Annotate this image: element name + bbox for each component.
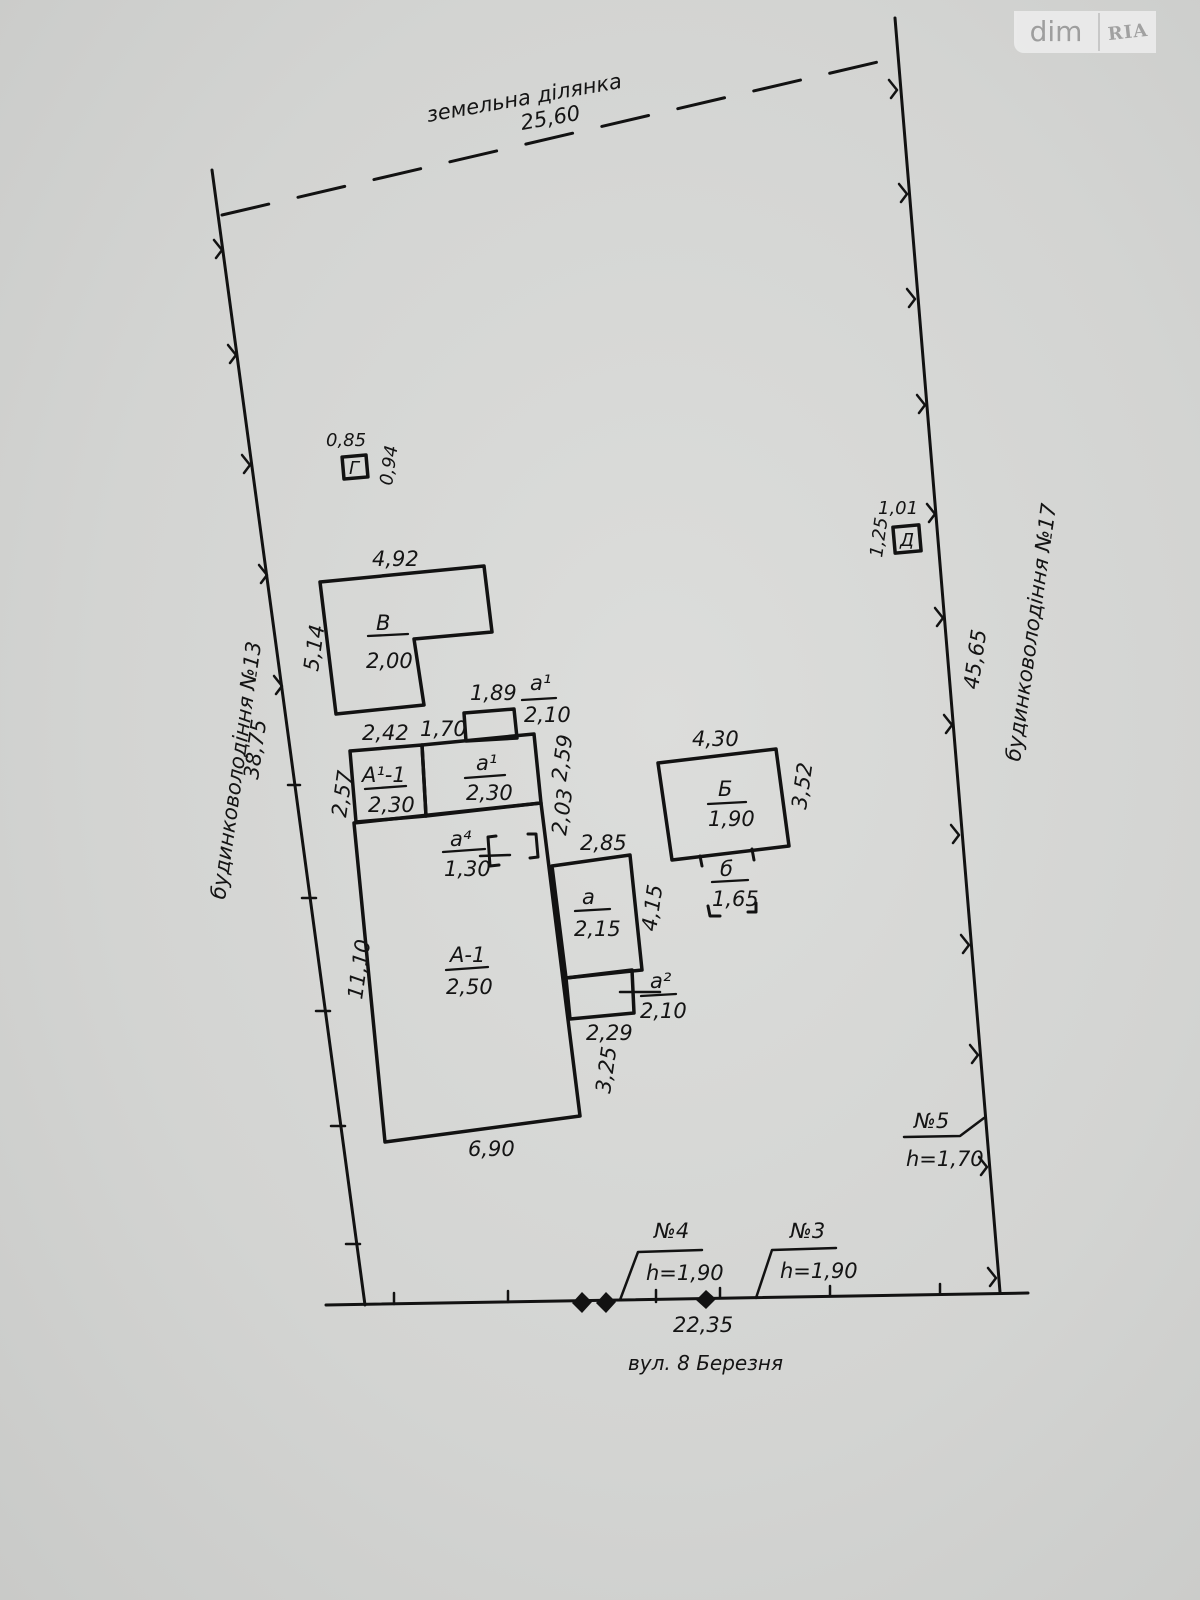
a1-small-label: а¹ [530,671,551,695]
a1-depth: 2,59 [547,733,577,783]
G-depth: 0,94 [376,444,402,487]
a-label: а [582,885,595,909]
right-neighbor-label: будинковолодіння №17 [1001,501,1061,762]
D-width: 1,01 [878,498,918,519]
a4-label: а⁴ [450,827,472,851]
A-1-width: 6,90 [468,1137,515,1161]
right-boundary-ticks [887,78,998,1288]
A1-1-width: 2,42 [362,721,409,745]
a-depth: 4,15 [637,883,667,933]
G-width: 0,85 [326,430,366,451]
A1-1-height: 2,30 [368,793,415,817]
B-height: 1,90 [708,807,755,831]
fence-3-height: h=1,90 [780,1259,858,1283]
B-label: Б [718,777,732,801]
A1-1-depth: 2,57 [327,768,357,818]
A1-1-label: А¹-1 [360,763,406,787]
right-length: 45,65 [959,628,991,691]
b-height: 1,65 [712,887,759,911]
B-depth: 3,52 [787,761,817,811]
street-boundary [324,1291,1030,1307]
G-label: Г [349,458,361,479]
building-a1-small [462,707,519,743]
fence-5-leader [902,1116,986,1139]
fence-4-leader [618,1248,704,1302]
A-1-side-b: 3,25 [591,1045,621,1095]
watermark-ria-logo: RIA [1106,19,1150,45]
fence-5-number: №5 [913,1109,949,1133]
watermark-dim-logo: dim [1014,13,1100,51]
building-a [550,853,644,980]
fence-4-number: №4 [653,1219,689,1243]
a2-label: а² [650,969,672,993]
a2-width: 2,29 [586,1021,633,1045]
a1-small-width: 1,89 [470,681,517,705]
building-A-1 [352,801,582,1144]
left-boundary-ticks [212,238,362,1246]
building-B [656,747,791,862]
fence-3-number: №3 [789,1219,825,1243]
bottom-length: 22,35 [673,1313,733,1337]
V-width: 4,92 [372,547,419,571]
D-depth: 1,25 [866,516,892,559]
A-1-height: 2,50 [446,975,493,999]
street-boundary-ticks [392,1282,942,1306]
V-depth: 5,14 [299,623,329,673]
gate-markers [572,1290,716,1313]
A-1-side-a: 2,03 [547,787,577,837]
a1-small-height: 2,10 [524,703,571,727]
building-a2 [564,968,636,1021]
D-label: Д [899,530,914,551]
B-width: 4,30 [692,727,739,751]
building-G [340,453,370,481]
building-V [318,564,494,716]
building-D [891,523,923,555]
a1-label: а¹ [476,751,497,775]
a-height: 2,15 [574,917,621,941]
watermark: dim RIA [1014,11,1156,53]
b-label: б [720,857,733,881]
A-1-label: А-1 [448,943,485,967]
V-label: В [376,611,390,635]
a4-height: 1,30 [444,857,491,881]
top-boundary-dashed [220,56,897,217]
fence-4-height: h=1,90 [646,1261,724,1285]
a2-height: 2,10 [640,999,687,1023]
left-boundary [210,168,367,1307]
a1-height: 2,30 [466,781,513,805]
fence-3-leader [754,1246,838,1300]
fence-5-height: h=1,70 [906,1147,984,1171]
V-height: 2,00 [366,649,413,673]
street-name: вул. 8 Березня [628,1351,783,1375]
right-boundary [893,16,1002,1294]
a-width: 2,85 [580,831,627,855]
a1-width: 1,70 [420,717,467,741]
